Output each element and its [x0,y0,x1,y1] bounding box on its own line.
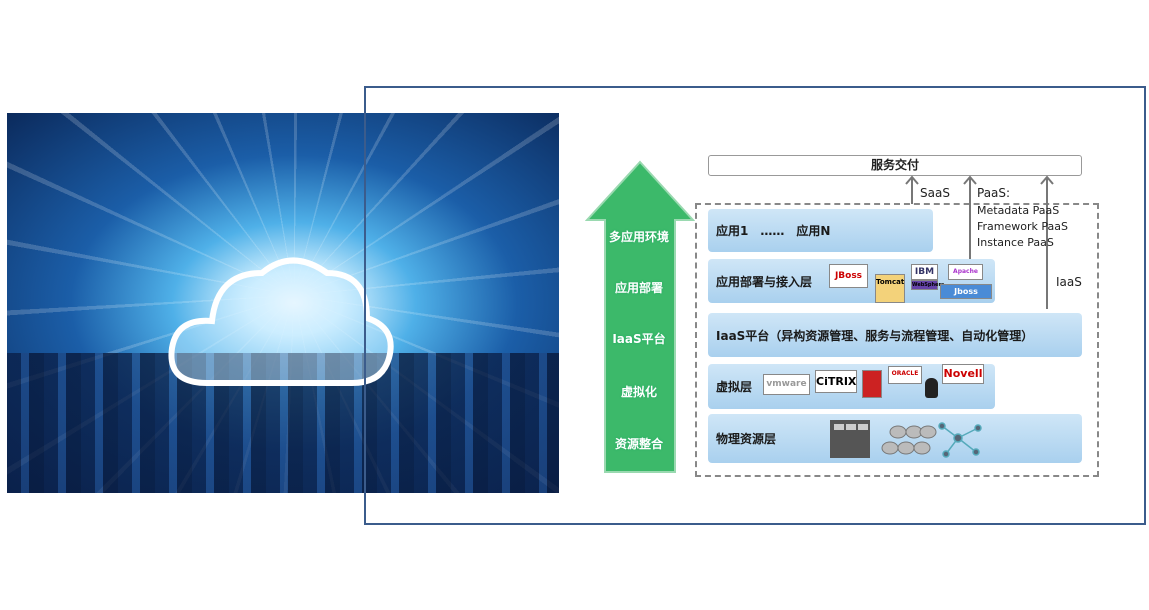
layer-label: 应用部署与接入层 [716,274,813,289]
diagram-frame [364,86,1146,525]
delivery-arrows [905,175,1054,309]
websphere-logo: WebSphere [911,280,945,290]
network-icon [938,422,982,458]
oracle-logo: ORACLE [888,366,922,384]
side-label: 资源整合 [614,437,663,451]
layer-iaas: IaaS平台（异构资源管理、服务与流程管理、自动化管理） [708,313,1082,357]
tomcat-logo: Tomcat [875,274,905,303]
paas-item: Framework PaaS [977,220,1068,233]
side-label: 应用部署 [614,281,663,295]
layer-apps: 应用1 …… 应用N [708,209,933,252]
green-up-arrow [585,160,695,473]
storage-icon [881,425,937,455]
side-label: 多应用环境 [608,230,669,244]
layer-label: 虚拟层 [716,380,753,394]
iaas-label: IaaS [1056,275,1082,289]
server-rack-icon [830,420,870,458]
layer-physical: 物理资源层 [708,414,1082,463]
paas-title: PaaS: [977,186,1011,200]
layer-label: 应用1 …… 应用N [716,224,831,238]
novell-logo: Novell [942,364,984,384]
ibm-logo: IBM [911,264,938,280]
citrix-logo: CiTRIX [815,370,857,393]
service-delivery-box: 服务交付 [708,155,1082,176]
physical-resource-icons [830,420,982,458]
jboss-logo-2: Jboss [940,284,992,299]
cloud-icon [168,257,394,386]
cloud-city-photo [7,113,559,493]
saas-label: SaaS [920,186,950,200]
vmware-logo: vmware [763,374,810,395]
layer-label: IaaS平台（异构资源管理、服务与流程管理、自动化管理） [716,328,1034,343]
jboss-logo: JBoss [829,264,868,288]
paas-item: Instance PaaS [977,236,1054,249]
dashed-boundary [695,203,1099,477]
linux-tux-icon [925,378,938,398]
side-label: 虚拟化 [620,385,657,399]
layer-label: 物理资源层 [716,432,777,446]
paas-item: Metadata PaaS [977,204,1060,217]
side-label: IaaS平台 [612,332,666,346]
apache-logo: Apache [948,264,983,280]
redhat-logo [862,370,882,398]
